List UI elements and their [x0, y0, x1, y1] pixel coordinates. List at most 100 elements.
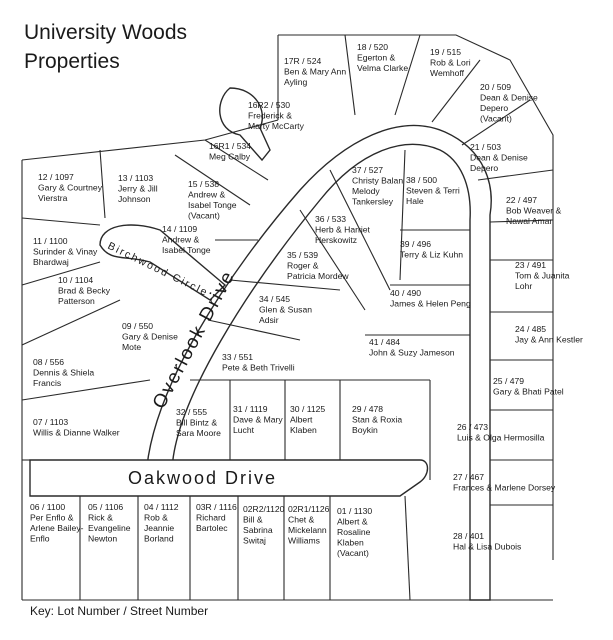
lot-owner-line: Marty McCarty: [248, 121, 305, 131]
lot-number: 09 / 550: [122, 321, 153, 331]
lot-owner-line: Egerton &: [357, 53, 395, 63]
lot-owner-line: Willis & Dianne Walker: [33, 428, 120, 438]
lot-number: 26 / 473: [457, 422, 488, 432]
lot-owner-line: Gary & Bhati Patel: [493, 387, 564, 397]
lot-owner-line: Terry & Liz Kuhn: [400, 250, 463, 260]
lot-number: 03R / 1116: [196, 502, 237, 512]
lot-number: 30 / 1125: [290, 404, 325, 414]
lot-owner-line: Tom & Juanita: [515, 271, 570, 281]
roads: [29, 87, 492, 601]
lot-owner-line: Klaben: [337, 538, 364, 548]
lot-number: 23 / 491: [515, 260, 546, 270]
lot-number: 13 / 1103: [118, 173, 153, 183]
lot-owner-line: Newton: [88, 534, 117, 544]
lot-number: 02R2/1120: [243, 504, 285, 514]
lot-number: 27 / 467: [453, 472, 484, 482]
lot-owner-line: Johnson: [118, 194, 151, 204]
lot-owner-line: Jay & Ann Kestler: [515, 335, 583, 345]
lot-owner-line: Melody: [352, 186, 380, 196]
lot-owner-line: Herb & Harriet: [315, 225, 371, 235]
lot-number: 06 / 1100: [30, 502, 65, 512]
lot-number: 14 / 1109: [162, 224, 197, 234]
lot-owner-line: Luis & Olga Hermosilla: [457, 433, 545, 443]
lot-number: 35 / 539: [287, 250, 318, 260]
lot-number: 24 / 485: [515, 324, 546, 334]
lot-number: 29 / 478: [352, 404, 383, 414]
lot-number: 16R1 / 534: [209, 141, 251, 151]
lot-owner-line: Andrew &: [188, 190, 226, 200]
lot-owner-line: John & Suzy Jameson: [369, 348, 455, 358]
lot-owner-line: Patterson: [58, 296, 95, 306]
lot-owner-line: Boykin: [352, 425, 378, 435]
lot-owner-line: Lucht: [233, 425, 255, 435]
lot-owner-line: Isabel Tonge: [188, 200, 237, 210]
lot-number: 32 / 555: [176, 407, 207, 417]
lot-owner-line: Vierstra: [38, 193, 68, 203]
lot-owner-line: Evangeline: [88, 523, 131, 533]
lot-owner-line: Klaben: [290, 425, 317, 435]
lot-owner-line: Rob &: [144, 513, 168, 523]
lot-owner-line: Ben & Mary Ann: [284, 67, 346, 77]
lot-owner-line: Adsir: [259, 315, 279, 325]
map-key: Key: Lot Number / Street Number: [30, 604, 209, 618]
lot-number: 21 / 503: [470, 142, 501, 152]
lot-owner-line: Wemhoff: [430, 68, 465, 78]
lot-number: 02R1/1126: [288, 504, 330, 514]
lot-number: 01 / 1130: [337, 506, 372, 516]
lot-number: 36 / 533: [315, 214, 346, 224]
lot-owner-line: Depero: [470, 163, 498, 173]
lot-owner-line: Jerry & Jill: [118, 184, 158, 194]
lot-owner-line: Dean & Denise: [470, 153, 528, 163]
lot-number: 37 / 527: [352, 165, 383, 175]
lot-number: 04 / 1112: [144, 502, 179, 512]
lot-number: 10 / 1104: [58, 275, 93, 285]
oakwood-drive-road: [29, 459, 429, 497]
lot-owner-line: (Vacant): [188, 211, 220, 221]
lot-boundaries: [21, 34, 554, 601]
lot-owner-line: Andrew &: [162, 235, 200, 245]
lot-owner-line: Arlene Bailey-: [30, 523, 84, 533]
lot-owner-line: Richard: [196, 513, 226, 523]
lot-owner-line: Meg Calby: [209, 152, 251, 162]
lot-owner-line: Isabel Tonge: [162, 245, 211, 255]
lot-owner-line: Jeannie: [144, 523, 174, 533]
lot-owner-line: Dave & Mary: [233, 415, 283, 425]
lot-owner-line: Gary & Denise: [122, 332, 178, 342]
cul-de-sac: [219, 87, 271, 162]
lot-owner-line: Hal & Lisa Dubois: [453, 542, 521, 552]
lot-number: 17R / 524: [284, 56, 321, 66]
oakwood-drive-label: Oakwood Drive: [128, 468, 277, 488]
lot-owner-line: Christy Balan: [352, 176, 403, 186]
lot-number: 19 / 515: [430, 47, 461, 57]
lot-owner-line: Brad & Becky: [58, 286, 111, 296]
lot-owner-line: Gary & Courtney: [38, 183, 103, 193]
lot-owner-line: Patricia Mordew: [287, 271, 349, 281]
lot-owner-line: Williams: [288, 536, 320, 546]
